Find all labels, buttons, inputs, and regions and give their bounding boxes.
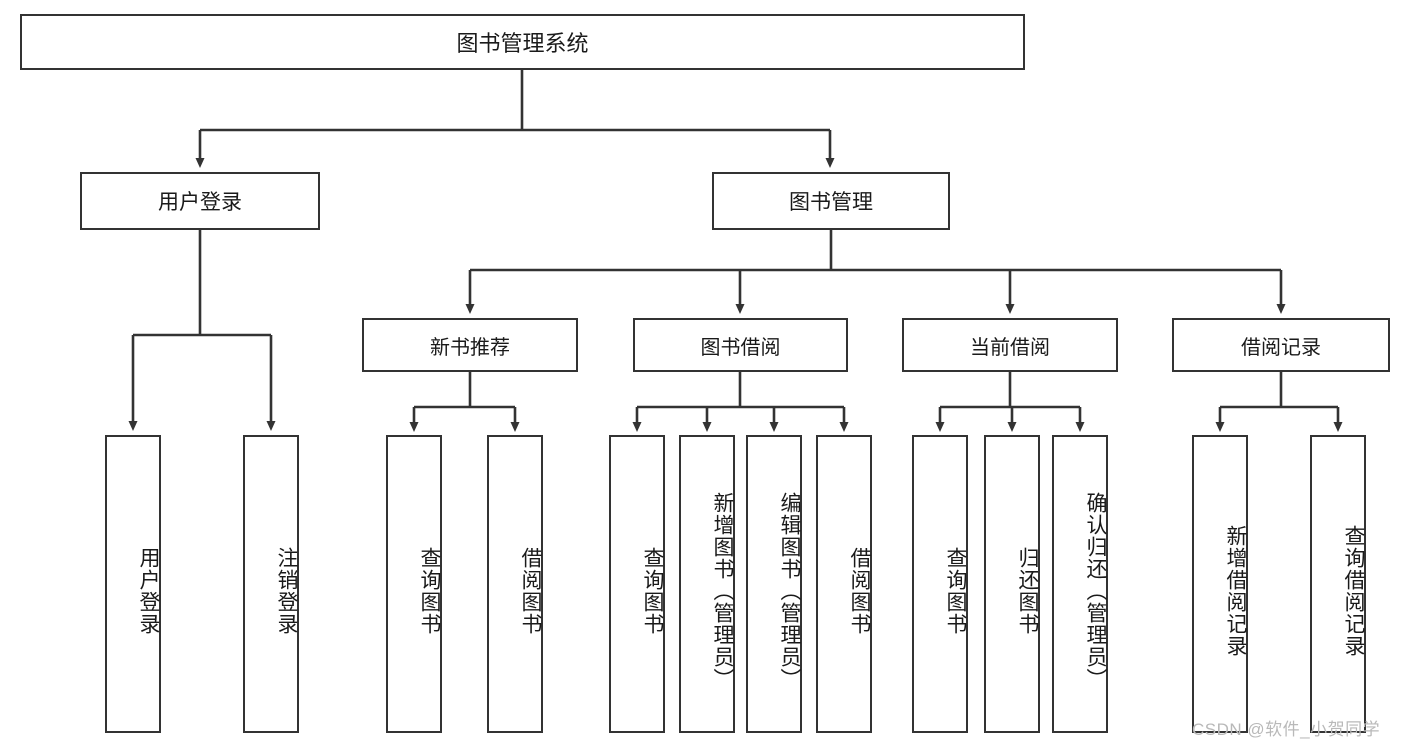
node-leaf-logout[interactable]: 注销登录 bbox=[243, 435, 299, 733]
node-leaf-add-borrow-record[interactable]: 新增借阅记录 bbox=[1192, 435, 1248, 733]
node-leaf-confirm-return-admin[interactable]: 确认归还（管理员） bbox=[1052, 435, 1108, 733]
node-book-manage[interactable]: 图书管理 bbox=[712, 172, 950, 230]
node-leaf-return-book[interactable]: 归还图书 bbox=[984, 435, 1040, 733]
node-leaf-query-book-recommend[interactable]: 查询图书 bbox=[386, 435, 442, 733]
node-borrow-record[interactable]: 借阅记录 bbox=[1172, 318, 1390, 372]
node-user-login[interactable]: 用户登录 bbox=[80, 172, 320, 230]
node-new-book-recommend[interactable]: 新书推荐 bbox=[362, 318, 578, 372]
node-leaf-edit-book-admin[interactable]: 编辑图书（管理员） bbox=[746, 435, 802, 733]
node-leaf-query-book-current[interactable]: 查询图书 bbox=[912, 435, 968, 733]
node-leaf-query-book-borrow[interactable]: 查询图书 bbox=[609, 435, 665, 733]
node-book-borrow[interactable]: 图书借阅 bbox=[633, 318, 848, 372]
node-current-borrow[interactable]: 当前借阅 bbox=[902, 318, 1118, 372]
node-leaf-user-login[interactable]: 用户登录 bbox=[105, 435, 161, 733]
node-root-system[interactable]: 图书管理系统 bbox=[20, 14, 1025, 70]
node-leaf-add-book-admin[interactable]: 新增图书（管理员） bbox=[679, 435, 735, 733]
node-leaf-borrow-book-recommend[interactable]: 借阅图书 bbox=[487, 435, 543, 733]
csdn-watermark: CSDN @软件_小贺同学 bbox=[1192, 720, 1381, 739]
node-leaf-borrow-book[interactable]: 借阅图书 bbox=[816, 435, 872, 733]
node-leaf-query-borrow-record[interactable]: 查询借阅记录 bbox=[1310, 435, 1366, 733]
